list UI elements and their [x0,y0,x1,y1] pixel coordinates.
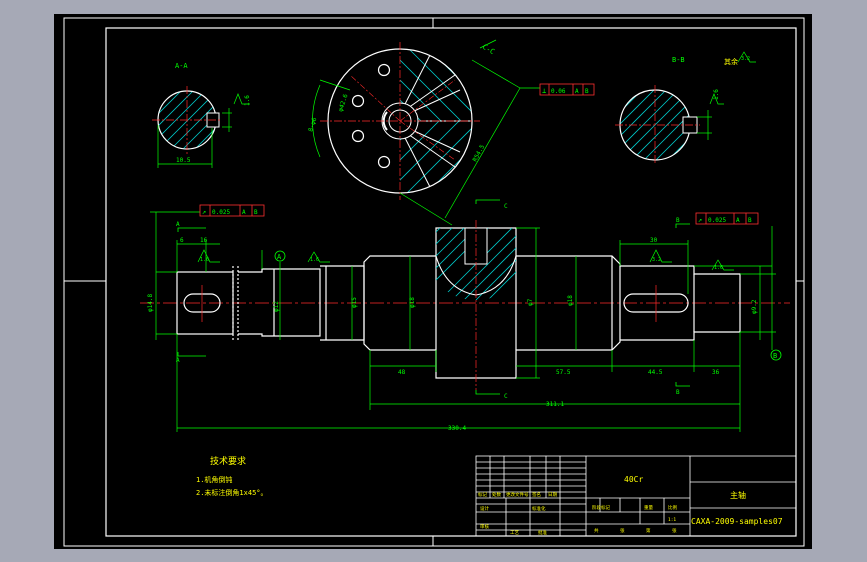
tech-requirements-title: 技术要求 [210,455,246,467]
dim-core-diameter: φ7 [527,298,534,306]
dim-seg2-diameter: φ12 [273,301,280,312]
tol-left-value: 0.025 [212,209,230,216]
tb-label-change-doc: 更改文件号 [506,491,529,498]
tech-requirement-1: 1.机角倒钝 [196,475,232,484]
drawing-canvas [54,14,812,549]
dim-length-311-1: 311.1 [546,401,564,408]
cut-a-top-letter: A [176,221,180,228]
tb-label-total: 共 [594,527,599,534]
cut-a-bottom-letter: A [176,357,180,364]
roughness-1: 1.6 [200,257,209,263]
roughness-4: 1.6 [714,265,723,271]
tol-left-symbol: ↗ [202,208,206,216]
tb-scale-value: 1:1 [668,517,676,523]
datum-a-label: A [277,253,282,261]
tb-label-no: 第 [646,527,651,534]
dim-length-36: 36 [712,369,720,376]
roughness-3: 3.2 [652,257,661,263]
dim-right-diameter: φ18 [567,295,574,306]
dim-length-48: 48 [398,369,406,376]
tol-right-value: 0.025 [708,217,726,224]
tb-label-sheet: 张 [672,527,677,534]
inner-frame [105,27,797,537]
tolerance-frame-left [199,204,265,217]
roughness-2: 1.6 [310,257,319,263]
tb-label-stage: 阶段标记 [592,504,610,511]
tb-label-approve: 批准 [538,529,547,536]
dim-length-330-4: 330.4 [448,425,466,432]
tb-drawing-number: CAXA-2009-samples07 [691,517,783,526]
tb-label-scale: 比例 [668,504,677,511]
dim-left-keyway: 16 [200,237,208,244]
cut-b-top-letter: B [676,217,680,224]
dim-collar-diameter: φ18 [409,297,416,308]
dim-right-end-diameter: φ9.2 [751,299,758,314]
datum-b-label: B [773,352,777,360]
cut-c-top-letter: C [504,203,508,210]
cut-b-bottom-letter: B [676,389,680,396]
tech-requirements: 技术要求 1.机角倒钝 2.未标注倒角1x45°。 [196,455,268,497]
datum-a-circle [274,250,286,262]
tol-left-datum-b: B [254,209,258,216]
section-a-label: A-A [175,62,188,70]
tb-material: 40Cr [624,475,643,484]
dim-left-diameter: φ14.8 [147,294,154,312]
section-b-roughness: 3.2 [741,56,750,62]
outer-frame [63,17,805,547]
section-b-label: B-B [672,56,685,64]
tb-part-name: 主轴 [730,490,746,500]
title-block: 标记 处数 更改文件号 签名 日期 设计 标准化 审核 工艺 批准 阶段标记 重… [475,455,797,537]
tolerance-frame-top [539,83,595,96]
section-b-note: 其余 [724,57,738,66]
tb-label-weight: 重量 [644,504,653,511]
section-a-view: A-A 10.5 1.6 [152,62,251,168]
tb-label-date: 日期 [548,492,557,498]
dim-left-width: 6 [180,237,184,244]
tol-right-datum-b: B [748,217,752,224]
dimension-lines [150,211,776,432]
centering-marks [64,18,804,546]
section-a-roughness: 1.6 [244,95,251,106]
shaft-main-view: A-A [140,199,790,432]
tol-top-symbol: ⊥ [542,87,546,95]
tb-label-standard: 标准化 [532,505,546,512]
tolerance-frame-right [695,212,759,225]
section-b-depth: 1.6 [713,89,720,100]
tb-label-review: 审核 [480,523,489,530]
tol-top-datum-b: B [585,88,589,95]
tol-top-value: 0.06 [551,88,566,95]
pitch-circle-dim: 8-φ6 [307,116,318,132]
dim-seg3-diameter: φ15 [351,297,358,308]
tol-right-symbol: ↗ [698,216,702,224]
section-a-width-dim: 10.5 [176,157,191,164]
tb-label-sign: 签名 [532,491,541,498]
tb-label-design: 设计 [480,505,489,512]
tb-label-mark: 标记 [478,491,487,498]
datum-b-circle [770,349,782,361]
tol-right-datum-a: A [736,217,740,224]
cut-c-bottom-letter: C [504,393,508,400]
tol-left-datum-a: A [242,209,246,216]
tb-label-sheets: 张 [620,527,625,534]
tb-label-count: 处数 [492,491,501,498]
tb-label-process: 工艺 [510,530,519,536]
dim-right-keyway: 30 [650,237,658,244]
dim-length-57-5: 57.5 [556,369,571,376]
dim-length-44-5: 44.5 [648,369,663,376]
tol-top-datum-a: A [575,88,579,95]
tech-requirement-2: 2.未标注倒角1x45°。 [196,488,268,497]
